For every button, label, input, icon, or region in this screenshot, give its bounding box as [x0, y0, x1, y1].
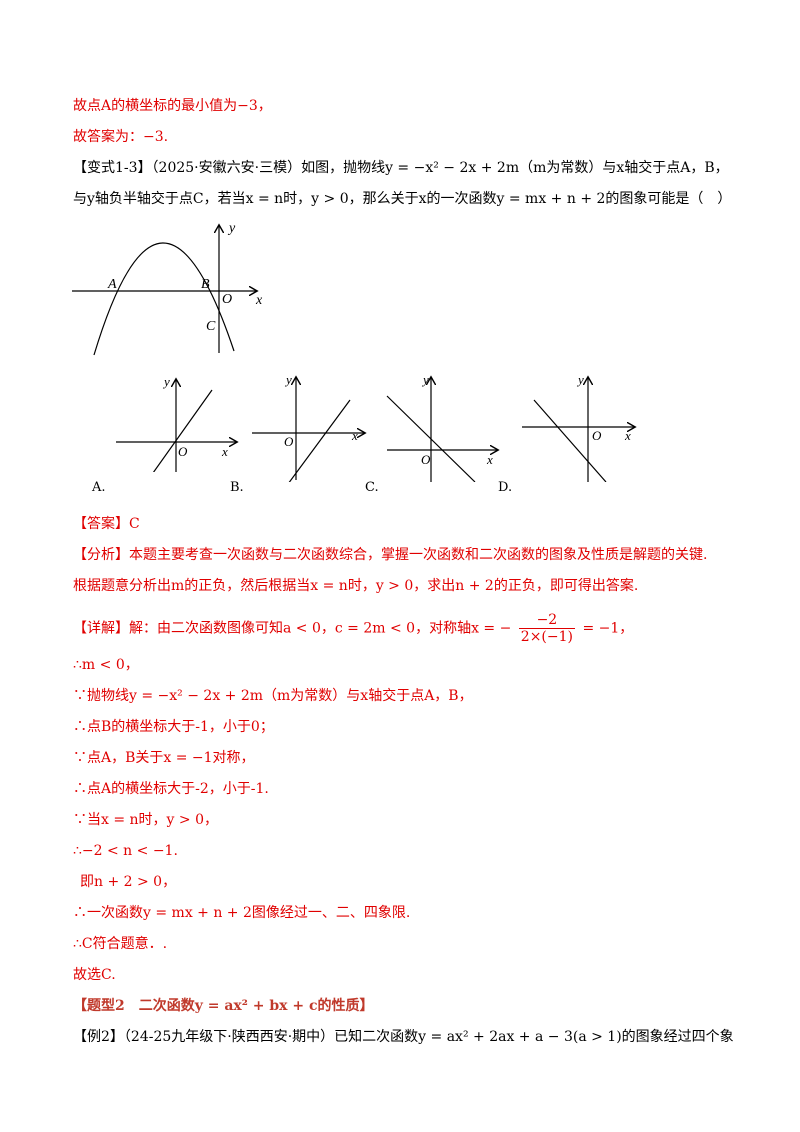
x-label: x [255, 293, 263, 308]
svg-text:y: y [576, 372, 584, 387]
svg-text:O: O [592, 428, 602, 443]
detail-line: 【详解】解：由二次函数图像可知a < 0，c = 2m < 0，对称轴x = −… [73, 612, 633, 645]
svg-text:O: O [284, 434, 294, 449]
problem-line: 【变式1-3】（2025·安徽六安·三模）如图，抛物线y = −x² − 2x … [73, 160, 729, 176]
text-line: 故答案为：−3. [73, 129, 169, 145]
point-b-label: B [201, 277, 210, 292]
option-d-line [533, 399, 607, 482]
y-label: y [227, 221, 236, 236]
step-line: ∵点A，B关于x = −1对称， [73, 750, 255, 766]
svg-text:x: x [351, 428, 358, 443]
option-a-label: A. [92, 480, 106, 495]
parabola-figure: y x O A B C [72, 221, 263, 356]
fraction-numerator: −2 [518, 612, 575, 629]
answer-line: 【答案】C [73, 516, 140, 532]
detail-tail: = −1， [582, 620, 634, 637]
svg-text:x: x [624, 428, 631, 443]
option-a-graph: y x O [116, 374, 242, 472]
svg-text:y: y [284, 372, 292, 387]
detail-fraction: −2 2×(−1) [518, 612, 575, 645]
example-line: 【例2】（24-25九年级下·陕西西安·期中）已知二次函数y = ax² + 2… [73, 1029, 734, 1045]
step-line: ∴−2 < n < −1. [73, 843, 178, 859]
step-line: ∴C符合题意．. [73, 936, 168, 952]
step-line: ∴一次函数y = mx + n + 2图像经过一、二、四象限. [73, 905, 411, 921]
step-line: ∴点B的横坐标大于-1，小于0； [73, 719, 274, 735]
point-a-label: A [107, 277, 117, 292]
svg-text:x: x [221, 444, 228, 459]
option-c-graph: y x O [386, 372, 515, 482]
step-line: 即n + 2 > 0， [80, 874, 177, 890]
detail-text: 【详解】解：由二次函数图像可知a < 0，c = 2m < 0，对称轴x = − [73, 620, 512, 637]
svg-text:x: x [486, 452, 493, 467]
option-c-line [386, 395, 476, 482]
analysis-line: 根据题意分析出m的正负，然后根据当x = n时，y > 0，求出n + 2的正负… [73, 578, 639, 594]
step-line: ∴点A的横坐标大于-2，小于-1. [73, 781, 269, 797]
svg-text:y: y [421, 372, 429, 387]
step-line: 故选C. [73, 967, 116, 983]
analysis-line: 【分析】本题主要考查一次函数与二次函数综合，掌握一次函数和二次函数的图象及性质是… [73, 547, 708, 563]
point-c-label: C [206, 319, 216, 334]
topic-heading: 【题型2 二次函数y = ax² + bx + c的性质】 [73, 998, 374, 1014]
svg-text:O: O [421, 452, 431, 467]
option-d-label: D. [498, 480, 513, 495]
origin-label: O [222, 292, 232, 307]
option-b-line [288, 399, 351, 482]
step-line: ∵当x = n时，y > 0， [73, 812, 218, 828]
option-c-label: C. [365, 480, 379, 495]
problem-line: 与y轴负半轴交于点C，若当x = n时，y > 0，那么关于x的一次函数y = … [73, 191, 732, 207]
svg-text:O: O [178, 444, 188, 459]
step-line: ∴m < 0， [73, 657, 139, 673]
step-line: ∵抛物线y = −x² − 2x + 2m（m为常数）与x轴交于点A，B， [73, 688, 473, 704]
option-d-graph: y x O [522, 372, 650, 482]
option-b-label: B. [230, 480, 244, 495]
parabola-curve [93, 242, 235, 356]
text-line: 故点A的横坐标的最小值为−3， [73, 98, 272, 114]
option-b-graph: y x O [252, 372, 380, 482]
svg-text:y: y [162, 374, 170, 389]
fraction-denominator: 2×(−1) [520, 629, 573, 645]
option-a-line [152, 389, 213, 472]
